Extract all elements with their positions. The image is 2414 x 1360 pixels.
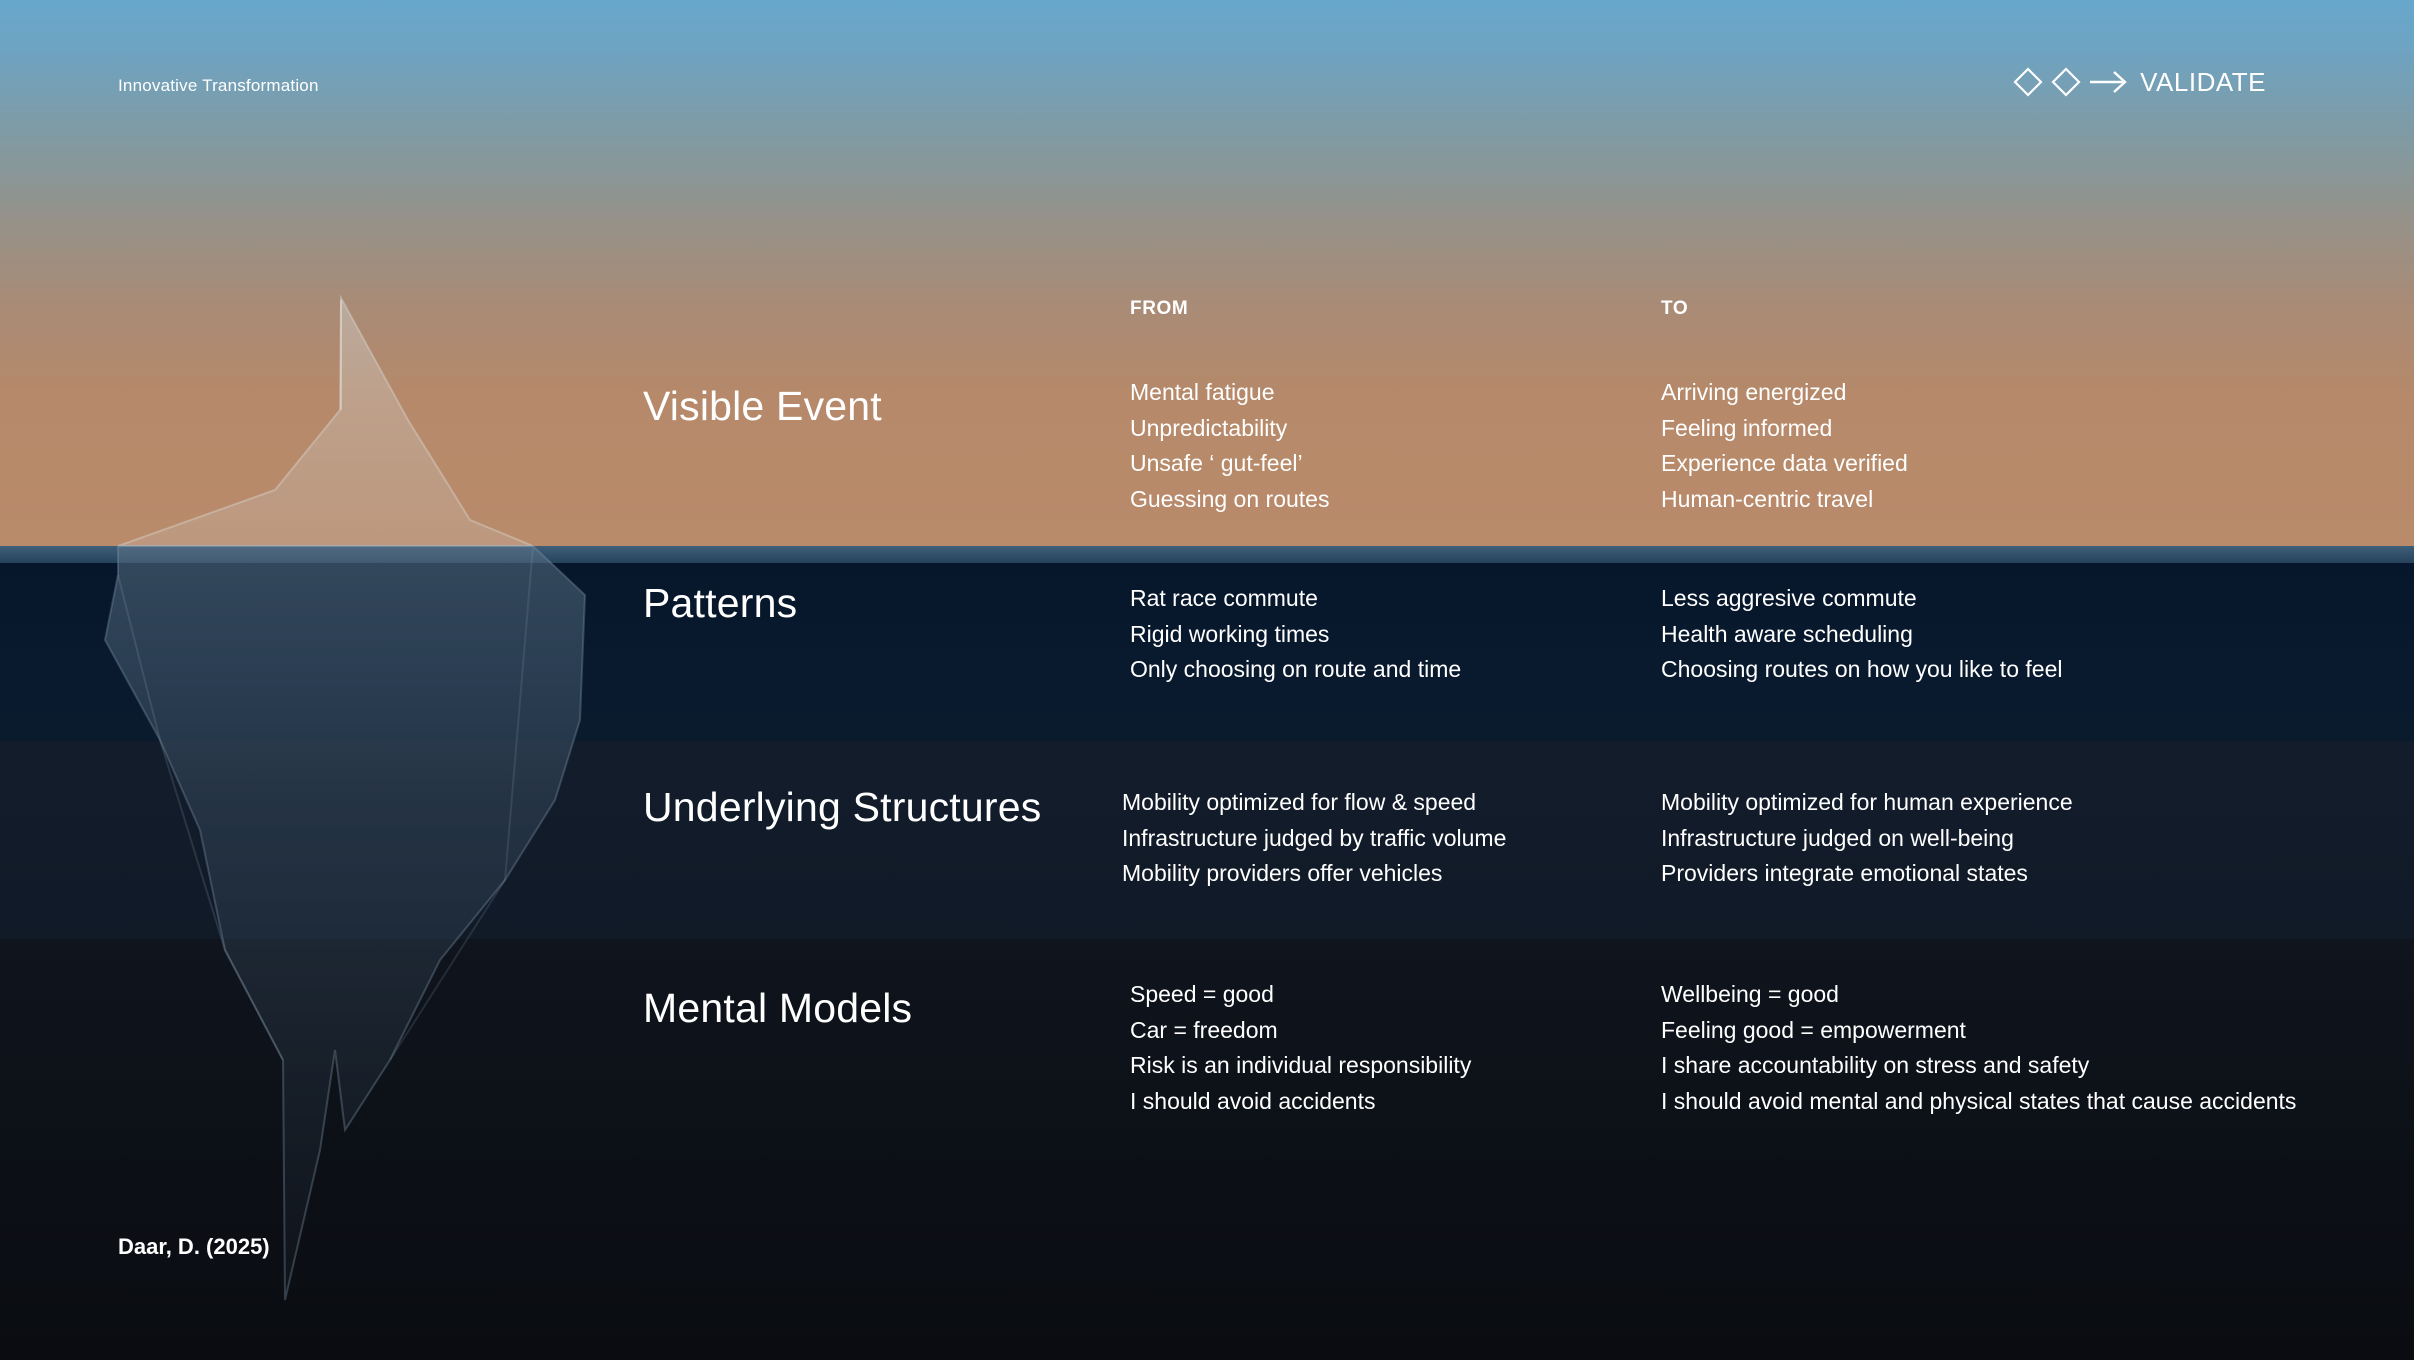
row-title-mental-models: Mental Models: [643, 985, 913, 1031]
list-item: I should avoid mental and physical state…: [1661, 1087, 2297, 1114]
list-item: Car = freedom: [1130, 1016, 1278, 1043]
waterline: [0, 546, 2414, 563]
list-item: Speed = good: [1130, 981, 1274, 1007]
list-item: Mobility optimized for flow & speed: [1122, 789, 1477, 815]
list-item: I should avoid accidents: [1130, 1087, 1376, 1114]
patterns-from-list: Rat race commute Rigid working times Onl…: [1130, 581, 1461, 688]
presentation-title: Innovative Transformation: [118, 76, 319, 95]
list-item: Mobility optimized for human experience: [1661, 789, 2073, 815]
arrow-right-icon: [2090, 71, 2127, 93]
visible-event-to-list: Arriving energized Feeling informed Expe…: [1661, 375, 1908, 517]
list-item: Unpredictability: [1130, 414, 1288, 441]
row-title-visible-event: Visible Event: [643, 383, 882, 429]
citation: Daar, D. (2025): [118, 1234, 270, 1259]
list-item: Choosing routes on how you like to feel: [1661, 656, 2063, 682]
list-item: Risk is an individual responsibility: [1130, 1052, 1472, 1078]
list-item: Feeling informed: [1661, 414, 1833, 441]
row-title-underlying-structures: Underlying Structures: [643, 784, 1042, 830]
row-title-patterns: Patterns: [643, 580, 798, 626]
list-item: Unsafe ‘ gut-feel’: [1130, 450, 1303, 476]
list-item: Experience data verified: [1661, 450, 1908, 476]
structures-to-list: Mobility optimized for human experience …: [1661, 785, 2073, 892]
list-item: Less aggresive commute: [1661, 585, 1917, 611]
list-item: Human-centric travel: [1661, 485, 1874, 512]
brand-label: VALIDATE: [2140, 66, 2266, 97]
structures-from-list: Mobility optimized for flow & speed Infr…: [1122, 785, 1506, 892]
list-item: Rat race commute: [1130, 585, 1318, 611]
list-item: Arriving energized: [1661, 379, 1847, 405]
patterns-to-list: Less aggresive commute Health aware sche…: [1661, 581, 2062, 688]
mental-models-to-list: Wellbeing = good Feeling good = empowerm…: [1661, 977, 2296, 1119]
list-item: Guessing on routes: [1130, 485, 1330, 512]
list-item: Only choosing on route and time: [1130, 656, 1462, 682]
list-item: Health aware scheduling: [1661, 620, 1913, 647]
diamond-icon: [2051, 67, 2081, 97]
list-item: Wellbeing = good: [1661, 981, 1839, 1007]
list-item: Rigid working times: [1130, 620, 1330, 647]
list-item: Feeling good = empowerment: [1661, 1016, 1966, 1043]
column-header-from: FROM: [1130, 298, 1189, 319]
visible-event-from-list: Mental fatigue Unpredictability Unsafe ‘…: [1130, 375, 1329, 517]
column-header-to: TO: [1661, 298, 1689, 319]
list-item: Infrastructure judged by traffic volume: [1122, 824, 1507, 851]
list-item: Infrastructure judged on well-being: [1661, 824, 2014, 851]
list-item: I share accountability on stress and saf…: [1661, 1052, 2090, 1078]
list-item: Providers integrate emotional states: [1661, 860, 2028, 886]
list-item: Mental fatigue: [1130, 379, 1275, 405]
diamond-icon: [2013, 67, 2043, 97]
brand-mark: VALIDATE: [2012, 62, 2266, 102]
mental-models-from-list: Speed = good Car = freedom Risk is an in…: [1130, 977, 1471, 1119]
list-item: Mobility providers offer vehicles: [1122, 860, 1443, 886]
